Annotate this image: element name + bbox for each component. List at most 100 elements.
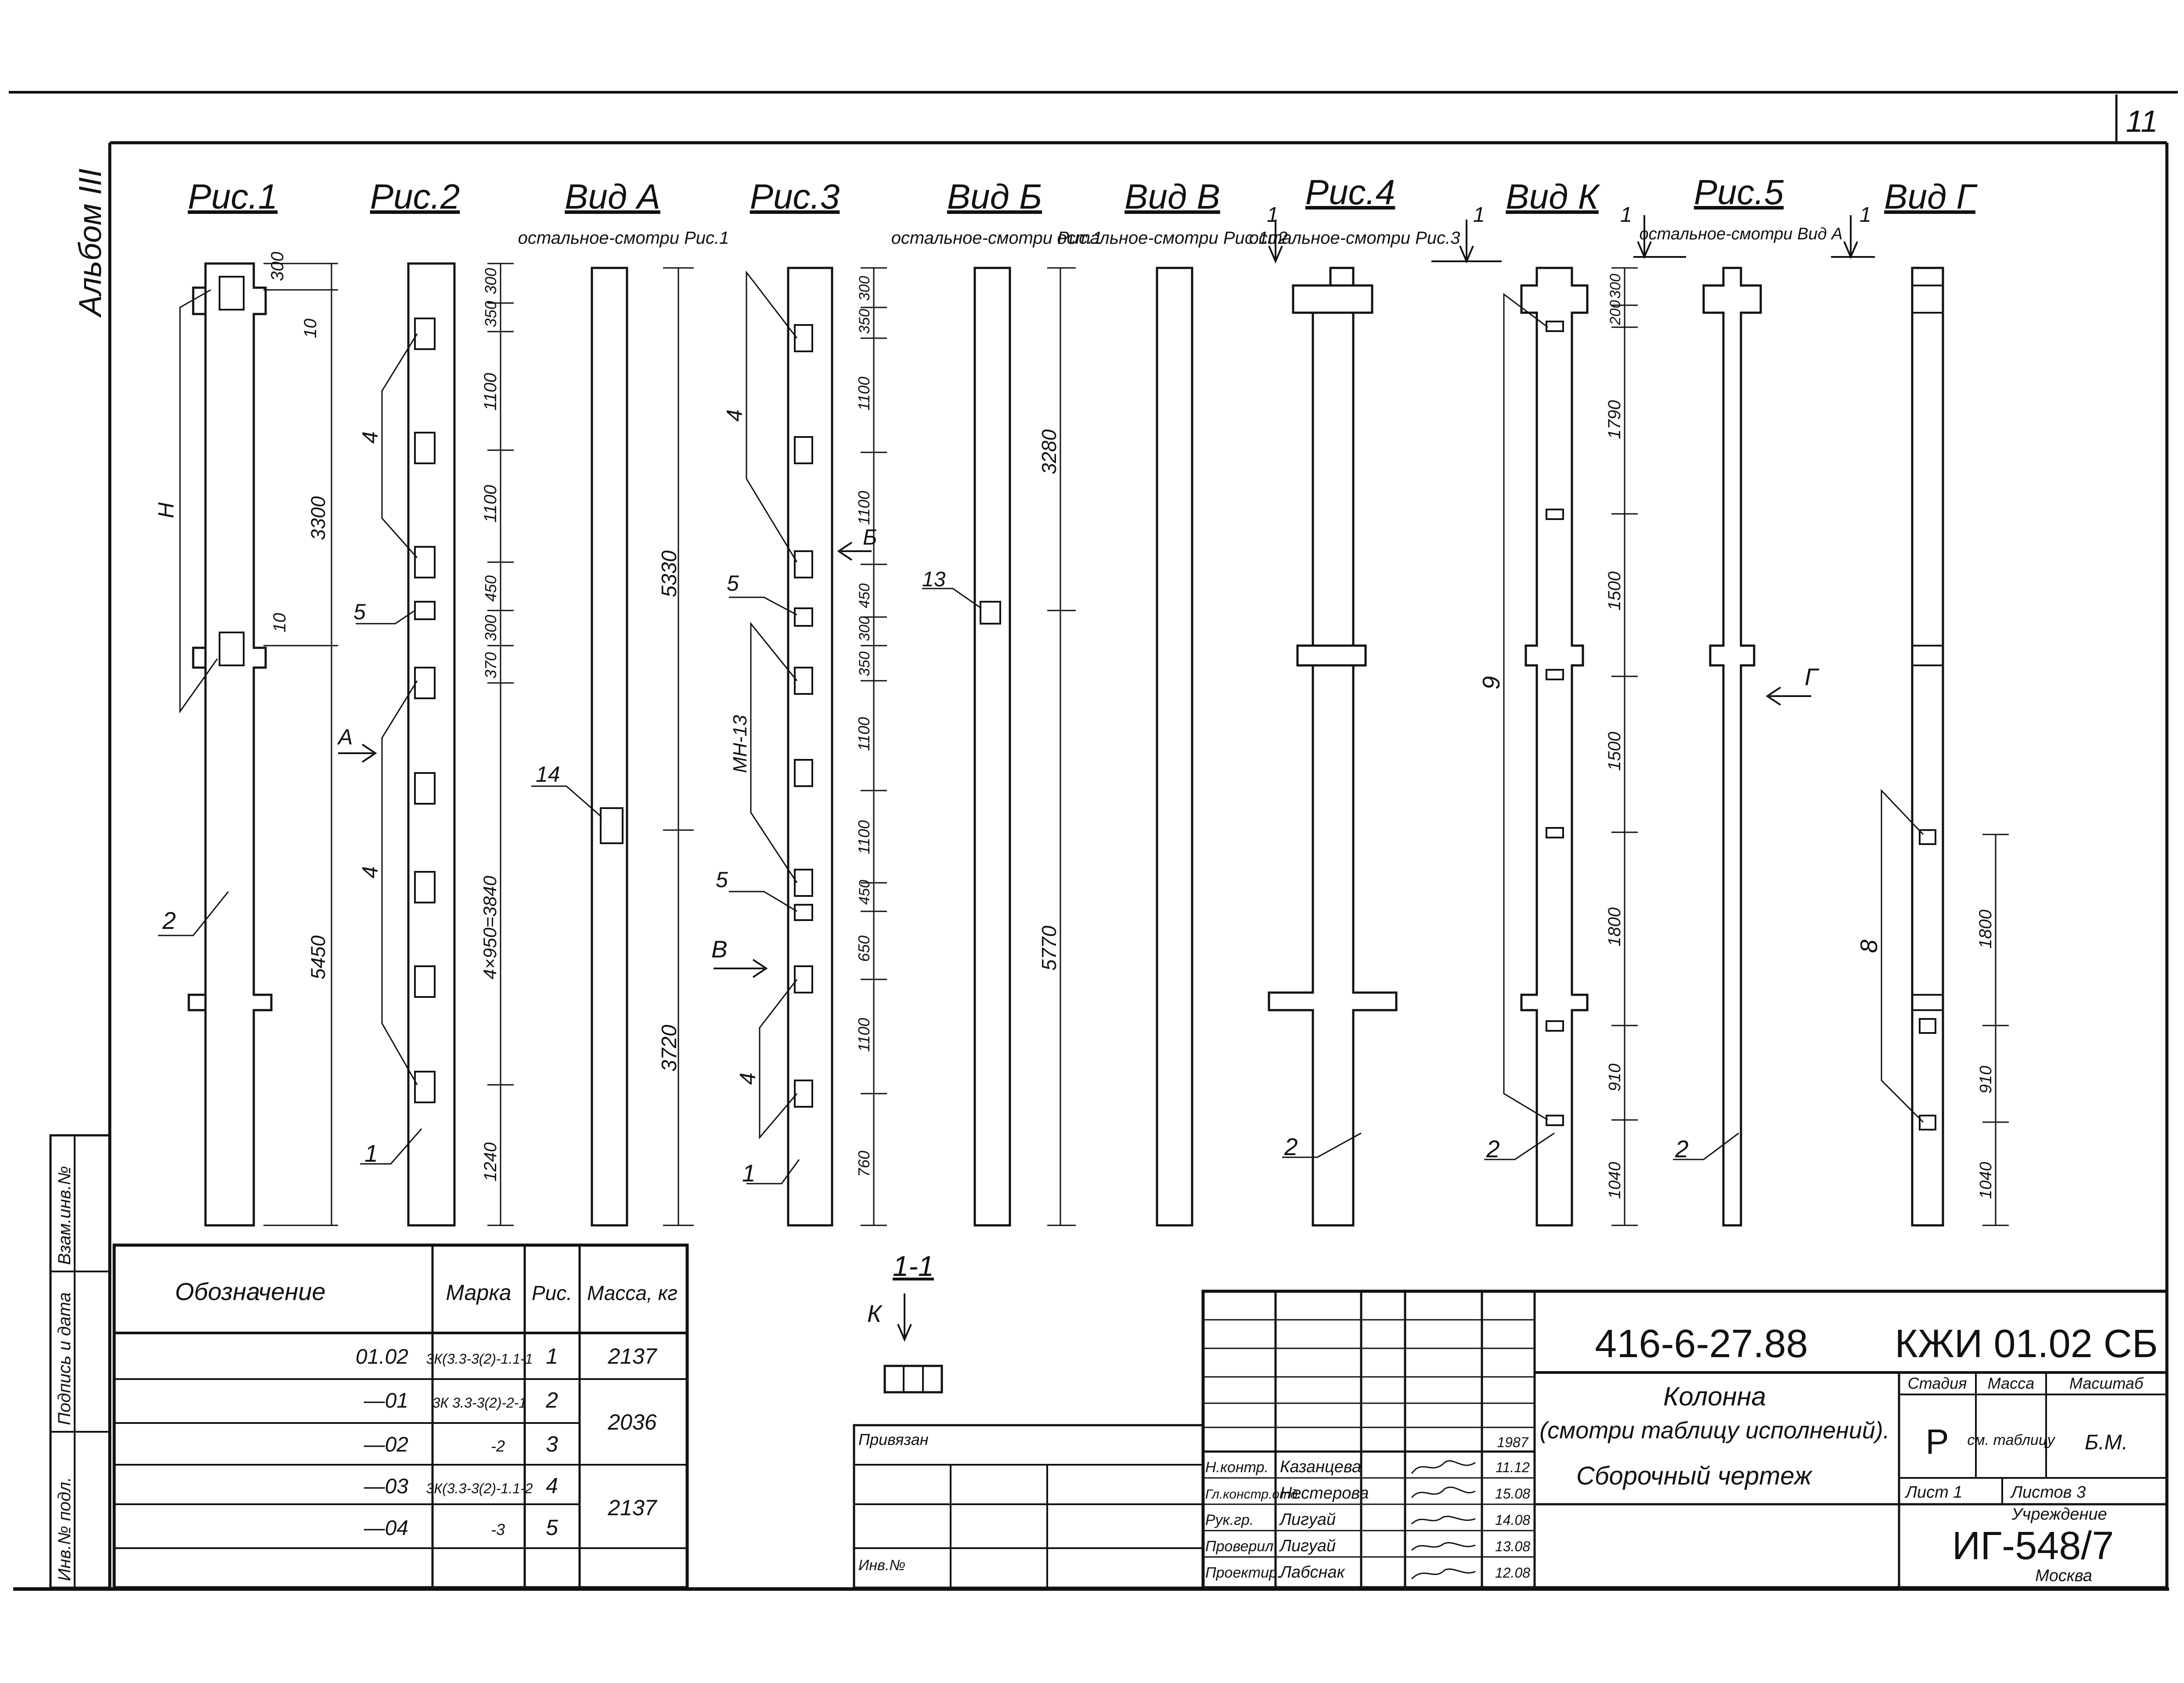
figure-1-title: Рис.1 [188,177,278,216]
fig1-dim-1: 300 [268,252,287,281]
spec-row-mass: 2137 [607,1344,657,1369]
fig2-leader-1: 1 [364,1140,378,1167]
fig3-arrow-b-label: Б [863,525,877,549]
view-v: Вид В остальное-смотри Рис.1и2 [1057,177,1288,1227]
fig1-dim-3: 3300 [307,496,329,540]
figure-4-title: Рис.4 [1305,173,1395,212]
signature-row: Гл.констр.отд. Нестерова 15.08 [1205,1484,1530,1502]
inventory-label: Инв.№ [858,1557,905,1574]
spec-row-mark: 3К 3.3-3(2)-2-1 [432,1395,527,1411]
section-1-1: 1-1 К [867,1250,943,1394]
figure-2-title: Рис.2 [370,177,460,216]
spec-row-mark: 3К(3.3-3(2)-1.1-2 [426,1481,533,1496]
signature-role: Гл.констр.отд. [1205,1487,1301,1502]
spec-row-designation: —01 [364,1389,408,1412]
view-v-note: остальное-смотри Рис.1и2 [1057,228,1287,248]
spec-row-fig: 2 [545,1388,558,1412]
fig1-dim-4: 10 [270,613,289,633]
signature-role: Н.контр. [1205,1459,1269,1476]
signature-role: Проектир. [1205,1564,1281,1581]
signature-name: Лабснак [1279,1563,1346,1582]
title-block-stage: Р [1925,1422,1949,1461]
view-a-leader-14: 14 [536,762,560,787]
view-k-leader-9: 9 [1478,676,1505,690]
figure-4: Рис.4 остальное-смотри Рис.3 1 1 2 [1249,173,1502,1227]
fig2-dim-2: 350 [482,301,500,327]
title-block-city: Москва [2035,1567,2092,1585]
view-g-dim-3: 1040 [1977,1162,1995,1199]
title-block-stage-header: Стадия [1908,1374,1967,1392]
view-k-leader-2: 2 [1486,1135,1500,1163]
spec-row-designation: —04 [364,1517,408,1540]
view-g-dim-1: 1800 [1976,910,1995,949]
view-a-note: остальное-смотри Рис.1 [518,228,729,248]
spec-row-mark: 3К(3.3-3(2)-1.1-1 [426,1351,533,1367]
binding-block: Привязан Инв.№ [853,1424,1204,1589]
spec-row-mark: -3 [491,1520,505,1539]
margin-stamp: Взам.инв.№ Подпись и дата Инв.№ подл. [49,1134,111,1589]
view-k-dim-2: 200 [1607,300,1624,325]
fig4-cut-right: 1 [1473,203,1485,227]
signature-row: Рук.гр. Лигуай 14.08 [1205,1510,1530,1529]
fig5-cut-left: 1 [1620,203,1632,227]
title-block-scale-header: Масштаб [2069,1374,2144,1392]
view-a-dim-1: 5330 [658,550,681,597]
signature-mark [1411,1516,1476,1525]
view-a: Вид А остальное-смотри Рис.1 5330 3720 1… [337,177,729,1227]
view-k-dim-6: 1800 [1605,907,1624,946]
fig3-dim-10: 450 [856,880,873,905]
spec-header-mass: Масса, кг [587,1282,678,1304]
table-row: —01 3К 3.3-3(2)-2-1 2 [364,1388,558,1412]
fig3-dim-13: 760 [855,1151,873,1177]
view-v-title: Вид В [1124,177,1220,216]
signature-date: 14.08 [1495,1512,1530,1528]
figure-5: Рис.5 остальное-смотри Вид А 1 1 2 Г [1620,173,1875,1227]
title-block-doc-code: КЖИ 01.02 СБ [1895,1322,2158,1366]
fig2-dim-8: 4×950=3840 [479,875,500,979]
view-g: Вид Г 1800 910 1040 8 [1855,177,2009,1227]
view-b-dim-1: 3280 [1038,429,1060,474]
fig1-leader-h: Н [154,502,178,518]
signature-mark [1411,1486,1476,1498]
view-g-title: Вид Г [1884,177,1978,216]
fig3-leader-5b: 5 [716,867,728,892]
view-a-title: Вид А [565,177,660,216]
view-a-dim-2: 3720 [658,1025,681,1072]
signature-name: Казанцева [1280,1458,1361,1476]
fig2-leader-5: 5 [353,600,366,624]
album-label: Альбом III [73,169,108,318]
fig5-leader-2: 2 [1675,1135,1689,1163]
fig2-dim-5: 450 [482,575,500,602]
view-k-title: Вид К [1506,177,1600,216]
fig3-dim-12: 1100 [855,1018,873,1052]
title-block-mass-value: см. таблицу [1967,1432,2055,1448]
signature-date: 11.12 [1496,1459,1530,1475]
spec-row-designation: —02 [364,1433,408,1456]
fig3-dim-2: 350 [856,309,873,334]
title-block-name-kind: Сборочный чертеж [1576,1462,1813,1490]
view-b-dim-2: 5770 [1038,925,1060,971]
view-k-dim-7: 910 [1606,1064,1624,1091]
fig3-arrow-v-label: В [711,935,728,963]
fig3-dim-1: 300 [856,276,873,301]
fig3-leader-1: 1 [742,1159,756,1187]
view-g-leader-8: 8 [1855,939,1882,953]
view-b-leader-13: 13 [922,568,946,591]
spec-merged-mass-1: 2036 [607,1410,656,1434]
fig5-cut-right: 1 [1860,203,1871,227]
signature-mark [1411,1542,1476,1551]
fig1-dim-2: 10 [301,319,320,339]
title-block-sheet: Лист 1 [1904,1483,1963,1502]
fig3-dim-5: 450 [856,583,873,608]
fig3-dim-11: 650 [855,935,873,962]
spec-row-fig: 5 [546,1515,558,1540]
fig5-arrow-g-label: Г [1805,663,1820,690]
spec-row-mark: -2 [491,1437,505,1455]
fig1-leader-2: 2 [162,907,176,934]
view-a-arrow-label: А [337,725,353,749]
fig2-dim-4: 1100 [481,485,500,523]
fig3-dim-3: 1100 [855,377,873,411]
fig2-leader-4b: 4 [358,866,382,878]
